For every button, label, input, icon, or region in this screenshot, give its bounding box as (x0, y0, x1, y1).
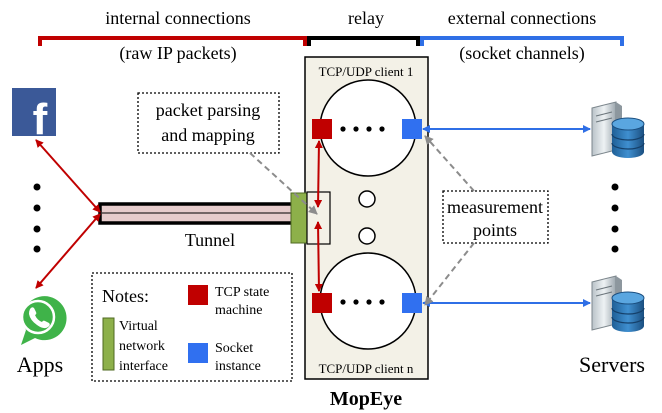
server-icon (591, 275, 645, 332)
measurement-points-callout (442, 190, 549, 244)
apps-label: Apps (17, 352, 63, 377)
packet-parsing-pointer (249, 152, 318, 215)
whatsapp-icon (20, 296, 67, 345)
app-ellipsis (33, 183, 41, 253)
connection-whatsapp-tunnel (35, 213, 101, 289)
dots-row-1 (340, 126, 385, 132)
legend-vnic-line1: Virtual (119, 319, 158, 334)
tcp-state-machine-n (312, 293, 332, 313)
legend-tcp-line1: TCP state (215, 285, 269, 300)
packet-parsing-line1: packet parsing (156, 100, 260, 120)
measurement-line2: points (473, 220, 517, 240)
measurement-pointer-1 (424, 135, 475, 192)
facebook-icon: f (12, 88, 56, 144)
socket-instance-1 (402, 119, 422, 139)
socket-instance-n (402, 293, 422, 313)
packet-parsing-line2: and mapping (161, 125, 254, 145)
internal-connections-subtitle: (raw IP packets) (119, 43, 236, 64)
dots-row-n (340, 299, 385, 305)
legend-vnic-line3: interface (119, 359, 168, 374)
legend-vnic-line2: network (119, 339, 165, 354)
tcp-state-machine-1 (312, 119, 332, 139)
notes-title: Notes: (102, 286, 149, 306)
ellipsis-circle (358, 190, 376, 208)
connection-tunnel-client-n (314, 221, 323, 292)
relay-title: relay (348, 8, 384, 28)
connection-facebook-tunnel (35, 139, 101, 213)
legend-vnic-swatch (102, 317, 115, 371)
external-bracket (420, 36, 624, 46)
client-n-label: TCP/UDP client n (319, 361, 414, 376)
tunnel-label: Tunnel (185, 230, 235, 250)
external-connections-subtitle: (socket channels) (459, 43, 584, 64)
internal-bracket (38, 36, 307, 46)
legend-socket-swatch (188, 343, 208, 363)
legend-socket-line1: Socket (215, 341, 253, 356)
server-icon (591, 101, 645, 158)
connection-tunnel-client-1 (314, 140, 323, 208)
legend-socket-line2: instance (215, 359, 261, 374)
relay-bracket (307, 36, 420, 46)
servers-label: Servers (579, 352, 645, 377)
svg-text:f: f (33, 95, 48, 144)
external-connections-title: external connections (448, 8, 596, 28)
server-ellipsis (611, 183, 619, 253)
legend-tcp-line2: machine (215, 303, 262, 318)
client-1-label: TCP/UDP client 1 (319, 64, 414, 79)
measurement-pointer-n (424, 242, 475, 306)
internal-connections-title: internal connections (105, 8, 250, 28)
measurement-line1: measurement (447, 197, 543, 217)
virtual-network-interface (290, 192, 308, 244)
mopeye-label: MopEye (330, 388, 402, 410)
ellipsis-circle (358, 227, 376, 245)
packet-parsing-callout (137, 92, 280, 154)
legend-tcp-swatch (188, 285, 208, 305)
